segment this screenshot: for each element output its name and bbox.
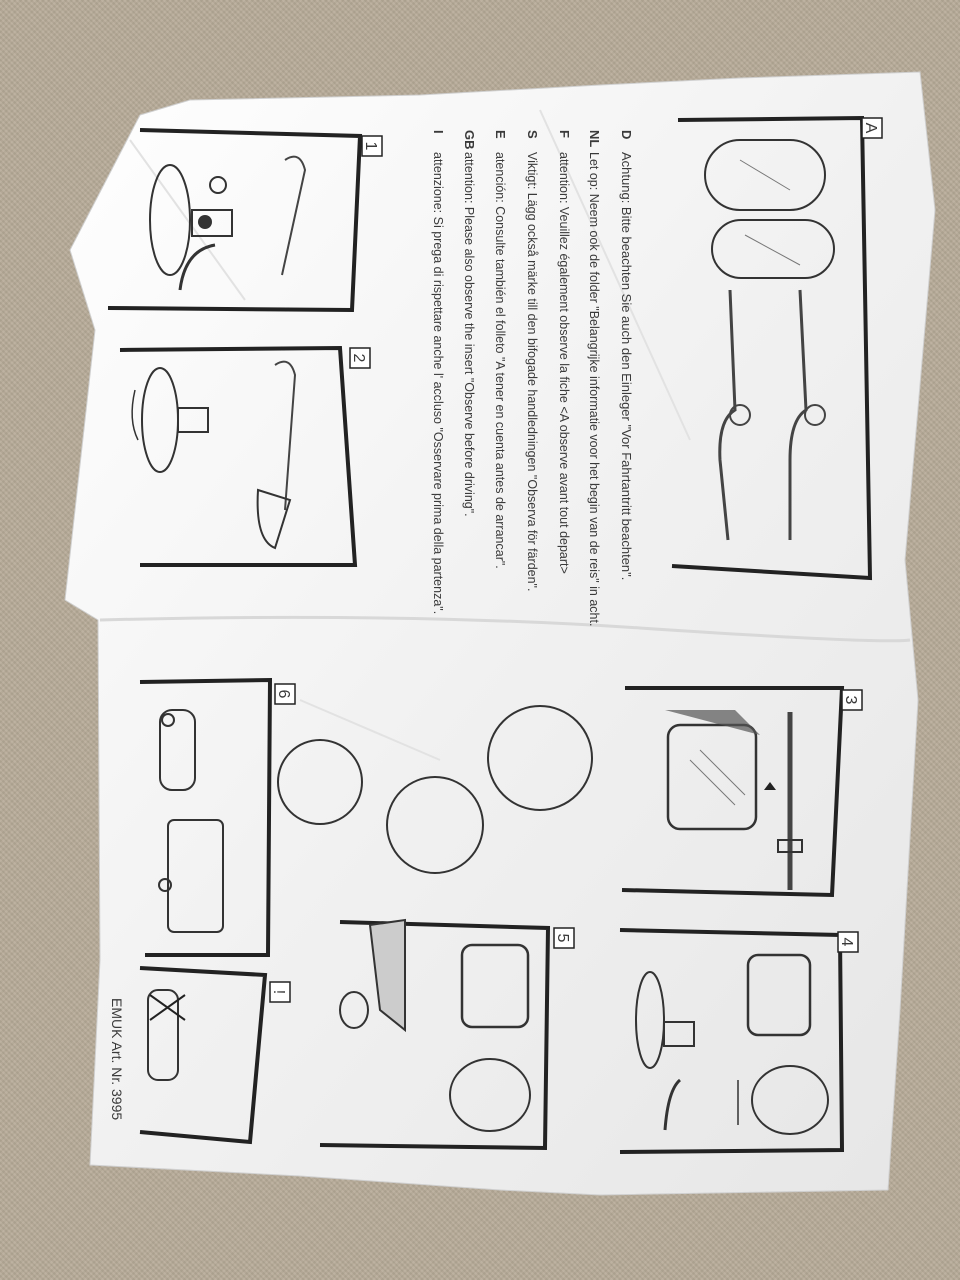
instr-s-code: S [525, 130, 540, 139]
panel-2: 2 [119, 345, 371, 567]
mirror-icon [665, 710, 760, 831]
car-icon [158, 709, 224, 933]
instr-nl-code: NL [587, 130, 602, 147]
instr-gb-code: GB [462, 130, 477, 150]
panel-5-label: 5 [554, 934, 571, 943]
instr-d-code: D [619, 130, 634, 139]
arrow-icon [131, 389, 139, 441]
instr-i-text: attenzione: Si prega di rispettare anche… [431, 152, 445, 614]
crease [129, 109, 691, 761]
warning-label: ! [270, 990, 287, 994]
mirror-icon [704, 139, 835, 279]
instruction-sheet [64, 71, 936, 1196]
panel-5: 5 [319, 918, 575, 1151]
wrench-icon [663, 1078, 682, 1131]
instr-i-code: I [431, 130, 446, 134]
panel-3-label: 3 [842, 696, 859, 705]
wrench-icon [178, 243, 216, 291]
instructions-block: D Achtung: Bitte beachten Sie auch den E… [431, 130, 634, 626]
panel-4: 4 [619, 928, 859, 1154]
panel-a-label: A [862, 123, 879, 134]
fold-crease [99, 615, 911, 643]
instr-e-text: atención: Consulte también el folleto "A… [493, 152, 507, 569]
article-number: EMUK Art. Nr. 3995 [109, 998, 125, 1120]
instr-f-code: F [557, 130, 572, 138]
panel-a: A [671, 115, 883, 581]
panel-2-label: 2 [350, 354, 367, 363]
panel-warning: ! [139, 966, 291, 1145]
panel-3: 3 [621, 686, 863, 898]
panel-6: 6 [139, 677, 593, 957]
instr-f-text: attention: Veuillez également observe la… [557, 152, 571, 574]
instr-gb-text: attention: Please also observe the inser… [462, 152, 476, 517]
instr-nl-text: Let op: Neem ook de folder "Belangrijke … [587, 152, 601, 626]
panel-4-label: 4 [838, 938, 855, 947]
instr-d-text: Achtung: Bitte beachten Sie auch den Ein… [619, 152, 634, 580]
instr-s-text: Viktigt: Lägg också märke till den bifog… [525, 152, 539, 591]
panel-6-label: 6 [275, 690, 292, 699]
instr-e-code: E [493, 130, 508, 139]
suction-cup-icon [718, 289, 826, 541]
panel-1-label: 1 [362, 142, 379, 151]
panel-1: 1 [107, 128, 383, 313]
